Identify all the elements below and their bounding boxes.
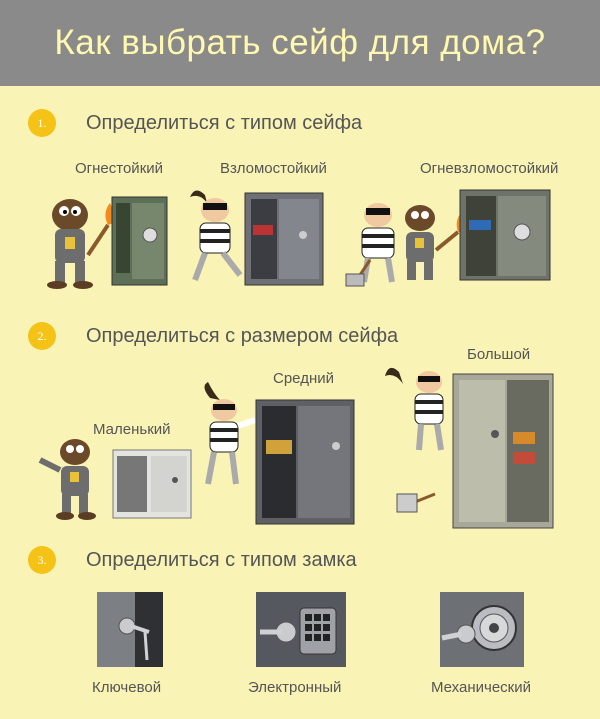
torch-icon: [86, 203, 115, 257]
label-small: Маленький: [93, 421, 171, 438]
electronic-lock-illustration: [256, 592, 346, 667]
key-lock-icon: [118, 617, 150, 661]
step-2: 2. Определиться с размером сейфа: [28, 322, 398, 350]
large-safe-illustration: [385, 367, 554, 529]
burglar-character-icon: [190, 190, 243, 282]
combination-dial-icon: [471, 605, 517, 651]
label-fire-burglary-resistant: Огневзломостойкий: [420, 160, 559, 177]
fire-burglary-safe-icon: [459, 189, 551, 281]
label-key-lock: Ключевой: [92, 679, 162, 696]
mole-character-icon: [405, 205, 435, 280]
medium-safe-illustration: [204, 382, 355, 525]
handle-icon: [260, 621, 297, 643]
step-3: 3. Определиться с типом замка: [28, 546, 357, 574]
fire-resistant-illustration: [47, 196, 168, 289]
mole-character-icon: [47, 199, 93, 289]
label-electronic-lock: Электронный: [248, 679, 342, 696]
fire-burglary-resistant-illustration: [345, 189, 551, 287]
burglar-character-icon: [204, 382, 256, 485]
label-mechanical-lock: Механический: [431, 679, 531, 696]
page-title: Как выбрать сейф для дома?: [54, 23, 546, 62]
step-2-title: Определиться с размером сейфа: [86, 324, 399, 347]
handle-icon: [441, 624, 476, 644]
burglary-resistant-illustration: [190, 190, 324, 286]
step-3-title: Определиться с типом замка: [86, 548, 357, 571]
step-1: 1. Определиться с типом сейфа: [28, 109, 362, 137]
step-3-number: 3.: [28, 546, 56, 574]
small-safe-icon: [112, 449, 192, 519]
step-2-number: 2.: [28, 322, 56, 350]
hammer-icon: [345, 259, 372, 287]
step-1-number: 1.: [28, 109, 56, 137]
burglar-character-icon: [361, 203, 395, 283]
mole-character-icon: [38, 439, 96, 520]
hammer-icon: [396, 492, 436, 513]
large-safe-icon: [452, 373, 554, 529]
burglar-character-icon: [385, 367, 444, 451]
label-large: Большой: [467, 346, 531, 363]
label-medium: Средний: [273, 370, 334, 387]
burglary-safe-icon: [244, 192, 324, 286]
page-header: Как выбрать сейф для дома?: [0, 0, 600, 86]
keypad-icon: [299, 607, 337, 655]
key-lock-illustration: [97, 592, 163, 667]
label-fire-resistant: Огнестойкий: [75, 160, 164, 177]
fire-safe-icon: [111, 196, 168, 286]
label-burglary-resistant: Взломостойкий: [220, 160, 327, 177]
step-1-title: Определиться с типом сейфа: [86, 111, 363, 134]
mechanical-lock-illustration: [440, 592, 524, 667]
medium-safe-icon: [255, 399, 355, 525]
small-safe-illustration: [38, 439, 192, 520]
